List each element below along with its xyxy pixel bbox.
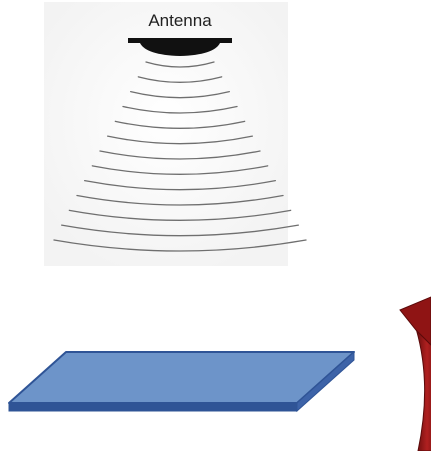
antenna-label: Antenna [148,11,212,30]
radio-wave-arc [145,61,215,68]
radio-wave-arc [84,180,276,191]
radio-wave-arc [91,165,269,175]
radio-wave-arc [130,91,230,99]
rotation-arrow-icon [399,296,431,451]
antenna-icon [128,38,232,56]
radio-wave-arc [114,120,246,129]
plate-side-edge [296,350,355,413]
blue-plate [8,350,355,413]
radio-wave-arc [76,194,284,206]
radio-wave-arc [99,150,261,160]
radio-wave-arc [137,76,223,83]
radio-waves [53,61,307,252]
rotation-arrow-head [399,296,431,346]
radio-wave-arc [122,105,238,114]
antenna-bar [128,38,232,43]
radio-wave-arc [61,224,299,237]
plate-top-face [8,351,355,404]
radio-wave-arc [68,209,292,221]
radio-wave-arc [107,135,253,145]
antenna-dish [140,43,220,56]
radio-wave-arc [53,239,307,252]
plate-front-edge [8,402,298,412]
